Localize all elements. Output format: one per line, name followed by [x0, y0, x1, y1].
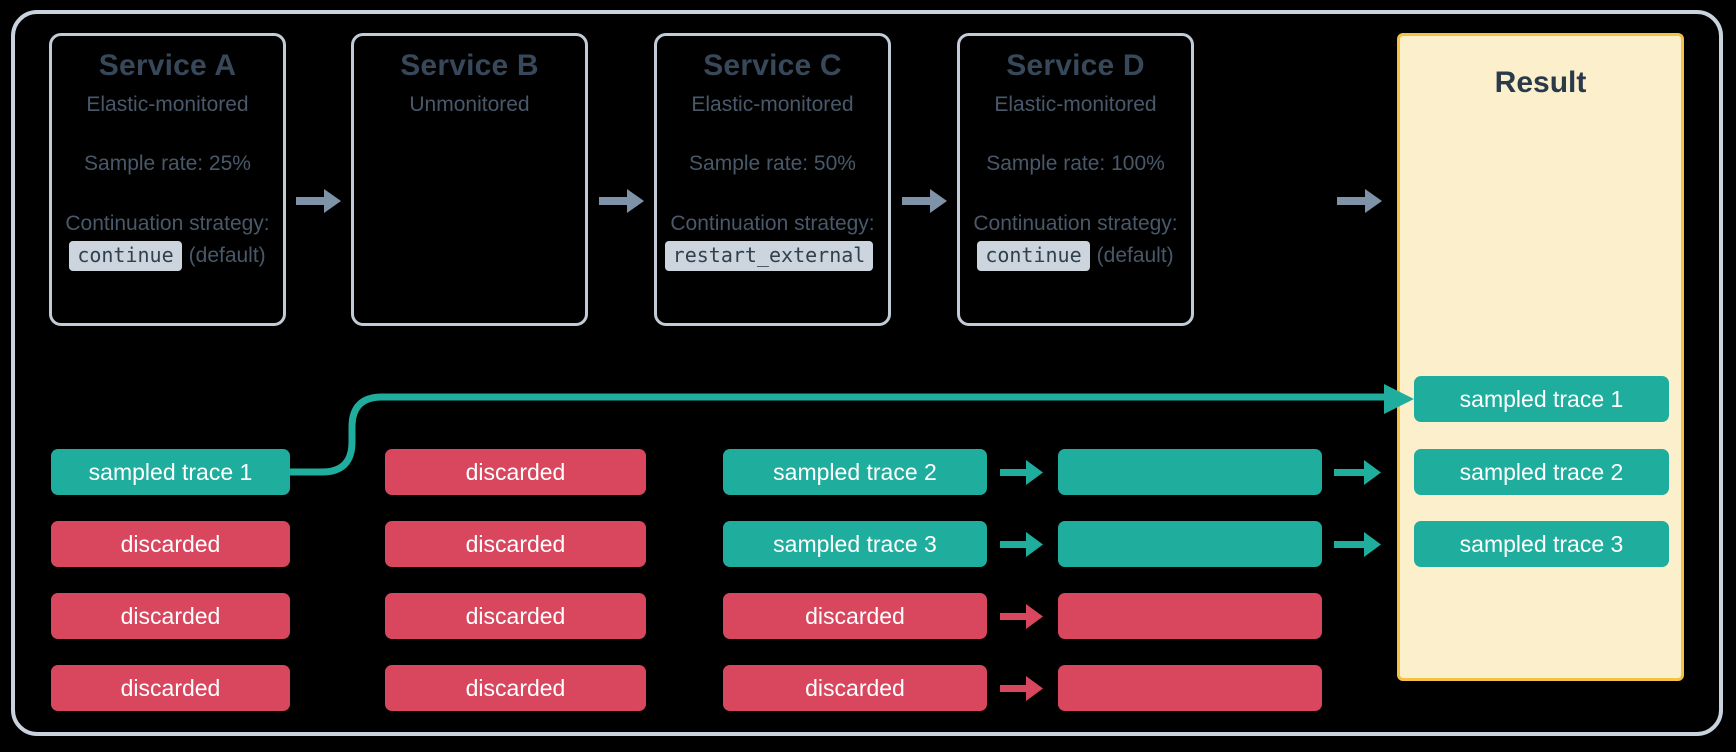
service-c-continuation-value: restart_external — [664, 240, 874, 271]
chip-arrow-c3-to-d3 — [1000, 604, 1043, 629]
trace-chip-c-4: discarded — [723, 665, 987, 711]
service-b-monitoring: Unmonitored — [409, 93, 530, 116]
trace-chip-c-1: sampled trace 2 — [723, 449, 987, 495]
trace-chip-d-2 — [1058, 521, 1322, 567]
chip-arrow-c4-to-d4 — [1000, 676, 1043, 701]
service-a-sample-rate: Sample rate: 25% — [84, 152, 251, 176]
service-c-sample-rate: Sample rate: 50% — [689, 152, 856, 176]
result-chip-1: sampled trace 1 — [1414, 376, 1669, 422]
service-a-title: Service A — [98, 49, 237, 82]
trace-chip-d-3 — [1058, 593, 1322, 639]
trace-chip-a-3: discarded — [51, 593, 290, 639]
chip-arrow-c1-to-d1 — [1000, 460, 1043, 485]
trace-chip-b-2: discarded — [385, 521, 646, 567]
service-a-continuation-note: (default) — [188, 243, 266, 267]
trace-chip-b-3: discarded — [385, 593, 646, 639]
service-c-monitoring: Elastic-monitored — [691, 93, 854, 116]
service-d-continuation-value: continue — [977, 240, 1090, 271]
service-box-a: Service A Elastic-monitored Sample rate:… — [49, 33, 286, 326]
service-d-continuation-label: Continuation strategy: — [973, 212, 1178, 236]
service-a-monitoring: Elastic-monitored — [86, 93, 249, 116]
service-b-title: Service B — [400, 49, 539, 82]
service-a-continuation-value: continue — [69, 240, 182, 271]
service-box-c: Service C Elastic-monitored Sample rate:… — [654, 33, 891, 326]
service-a-continuation-value-row: continue (default) — [69, 240, 266, 271]
trace-chip-c-2: sampled trace 3 — [723, 521, 987, 567]
service-c-continuation-value-row: restart_external — [664, 240, 881, 271]
chip-arrow-c2-to-d2 — [1000, 532, 1043, 557]
result-chip-2: sampled trace 2 — [1414, 449, 1669, 495]
result-panel: Result — [1397, 33, 1684, 681]
chip-arrow-d2-to-result3 — [1334, 532, 1381, 557]
flow-arrow-d-to-result — [1337, 189, 1382, 213]
service-a-continuation-label: Continuation strategy: — [65, 212, 270, 236]
flow-arrow-a-to-b — [296, 189, 341, 213]
service-d-monitoring: Elastic-monitored — [994, 93, 1157, 116]
trace-chip-a-4: discarded — [51, 665, 290, 711]
service-box-b: Service B Unmonitored — [351, 33, 588, 326]
trace-chip-a-1: sampled trace 1 — [51, 449, 290, 495]
trace-chip-a-2: discarded — [51, 521, 290, 567]
trace-chip-b-4: discarded — [385, 665, 646, 711]
service-d-continuation-value-row: continue (default) — [977, 240, 1174, 271]
flow-arrow-b-to-c — [599, 189, 644, 213]
flow-arrow-c-to-d — [902, 189, 947, 213]
service-d-continuation-note: (default) — [1096, 243, 1174, 267]
chip-arrow-d1-to-result2 — [1334, 460, 1381, 485]
trace-chip-d-4 — [1058, 665, 1322, 711]
result-chip-3: sampled trace 3 — [1414, 521, 1669, 567]
trace-chip-d-1 — [1058, 449, 1322, 495]
trace-chip-b-1: discarded — [385, 449, 646, 495]
service-box-d: Service D Elastic-monitored Sample rate:… — [957, 33, 1194, 326]
trace-chip-c-3: discarded — [723, 593, 987, 639]
service-c-title: Service C — [703, 49, 842, 82]
result-title: Result — [1494, 66, 1587, 99]
service-d-title: Service D — [1006, 49, 1145, 82]
service-c-continuation-label: Continuation strategy: — [670, 212, 875, 236]
service-d-sample-rate: Sample rate: 100% — [986, 152, 1165, 176]
